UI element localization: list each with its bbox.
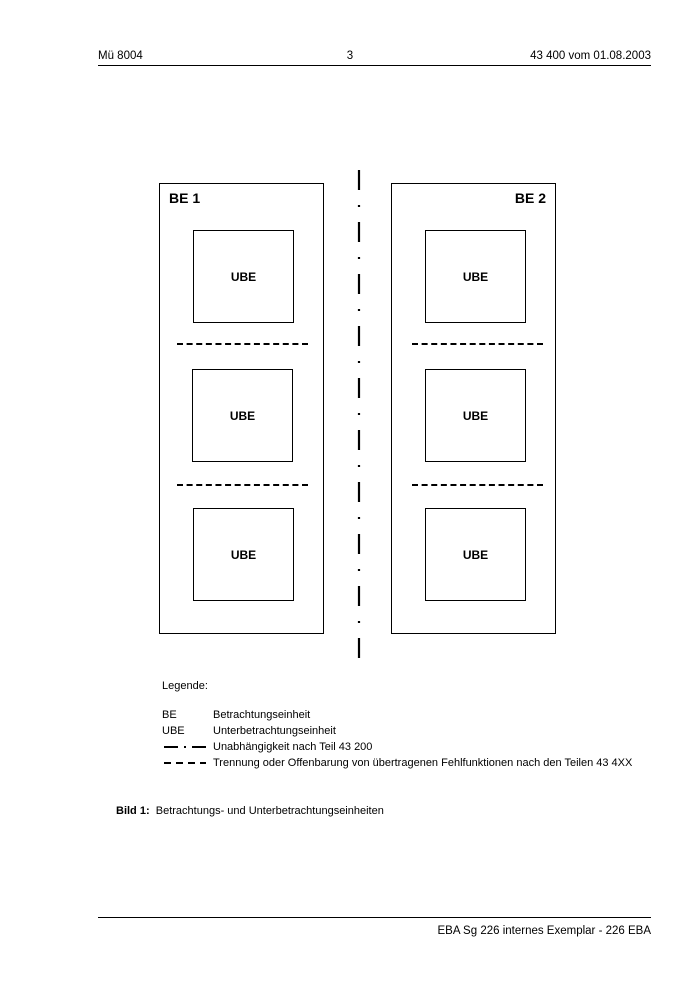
ube-box: UBE (425, 230, 526, 323)
legend-description: Unterbetrachtungseinheit (213, 725, 336, 737)
header-page-number: 3 (346, 50, 354, 62)
header-standard-date: 43 400 vom 01.08.2003 (530, 50, 651, 62)
legend-key: UBE (162, 725, 185, 737)
figure-caption-label: Bild 1: (116, 805, 150, 817)
ube-box: UBE (193, 508, 294, 601)
footer-rule (98, 917, 651, 918)
separation-dashed-line (177, 484, 308, 486)
ube-box: UBE (425, 508, 526, 601)
ube-box: UBE (193, 230, 294, 323)
header-rule (98, 65, 651, 66)
legend-key: BE (162, 709, 177, 721)
be-2-label: BE 2 (514, 190, 546, 206)
be-1-box: BE 1 UBE UBE UBE (159, 183, 324, 634)
ube-box: UBE (425, 369, 526, 462)
legend-description: Betrachtungseinheit (213, 709, 311, 721)
header-document-id: Mü 8004 (98, 50, 143, 62)
separation-dashed-line (177, 343, 308, 345)
dash-dot-line-icon (164, 746, 206, 748)
figure-caption-text: Betrachtungs- und Unterbetrachtungseinhe… (155, 805, 384, 817)
dashed-line-icon (164, 762, 206, 764)
separation-dashed-line (412, 343, 543, 345)
independence-dash-dot-line (357, 170, 361, 658)
separation-dashed-line (412, 484, 543, 486)
be-2-box: BE 2 UBE UBE UBE (391, 183, 556, 634)
legend-title: Legende: (162, 680, 208, 692)
figure-caption: Bild 1: Betrachtungs- und Unterbetrachtu… (116, 805, 384, 817)
legend-description: Trennung oder Offenbarung von übertragen… (213, 757, 633, 769)
be-1-label: BE 1 (169, 190, 201, 206)
ube-box: UBE (192, 369, 293, 462)
footer-text: EBA Sg 226 internes Exemplar - 226 EBA (437, 925, 651, 937)
legend-description: Unabhängigkeit nach Teil 43 200 (213, 741, 373, 753)
